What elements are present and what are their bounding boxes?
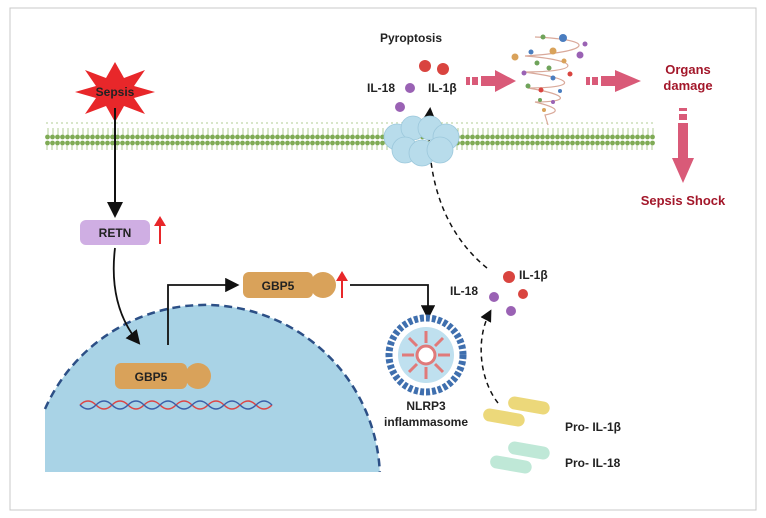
organs-label: Organs (665, 62, 711, 77)
il1b-particle (419, 60, 431, 72)
il1b-mid-label: IL-1β (519, 268, 548, 282)
upregulation-arrow-icon (336, 271, 348, 298)
il18-particle (489, 292, 499, 302)
arrow-gbp5-export (167, 277, 240, 345)
gbp5-nucleus-box (115, 363, 187, 389)
il1b-particle (503, 271, 515, 283)
pro-il18-bar (508, 441, 550, 460)
pro-il18-label: Pro- IL-18 (565, 456, 621, 470)
retn-box (80, 220, 150, 245)
il18-particle (506, 306, 516, 316)
pro-il18-bar (490, 455, 532, 474)
il1b-particle (437, 63, 449, 75)
cell-membrane (45, 122, 655, 150)
inflammasome-label: inflammasome (384, 415, 468, 429)
il18-mid-label: IL-18 (450, 284, 478, 298)
arrow-to-sepsis-shock (672, 108, 694, 183)
sepsis-shock-label: Sepsis Shock (641, 193, 726, 208)
arrow-to-cytokine-storm (466, 70, 516, 92)
il18-top-label: IL-18 (367, 81, 395, 95)
figure-frame (9, 7, 757, 511)
sepsis-star-icon (75, 62, 155, 122)
pro-il1b-label: Pro- IL-1β (565, 420, 621, 434)
gbp5-nucleus-domain (185, 363, 211, 389)
gbp5-cytoplasm-label: GBP5 (262, 279, 295, 293)
sepsis-label: Sepsis (96, 85, 135, 99)
il1b-particle (518, 289, 528, 299)
gbp5-nucleus-label: GBP5 (135, 370, 168, 384)
arrow-retn-gbp5 (112, 247, 141, 345)
gbp5-cytoplasm-domain (310, 272, 336, 298)
arrow-cleavage (480, 309, 499, 404)
arrow-to-organs (586, 70, 641, 92)
arrow-gbp5-nlrp3 (350, 284, 436, 320)
damage-label: damage (663, 78, 712, 93)
dna-icon (79, 400, 273, 410)
cytokine-storm-icon (511, 34, 588, 126)
retn-label: RETN (99, 226, 132, 240)
nucleus (43, 303, 382, 473)
il18-particle (405, 83, 415, 93)
upregulation-arrow-icon (154, 216, 166, 244)
nlrp3-inflammasome-icon (385, 314, 467, 396)
pyroptosis-label: Pyroptosis (380, 31, 442, 45)
il1b-top-label: IL-1β (428, 81, 457, 95)
pro-il1b-bar (483, 408, 525, 427)
gbp5-cytoplasm-box (243, 272, 313, 298)
nlrp3-label: NLRP3 (406, 399, 446, 413)
il18-particle (395, 102, 405, 112)
pro-il1b-bar (508, 396, 550, 415)
gsdmd-pore-icon (383, 115, 460, 167)
